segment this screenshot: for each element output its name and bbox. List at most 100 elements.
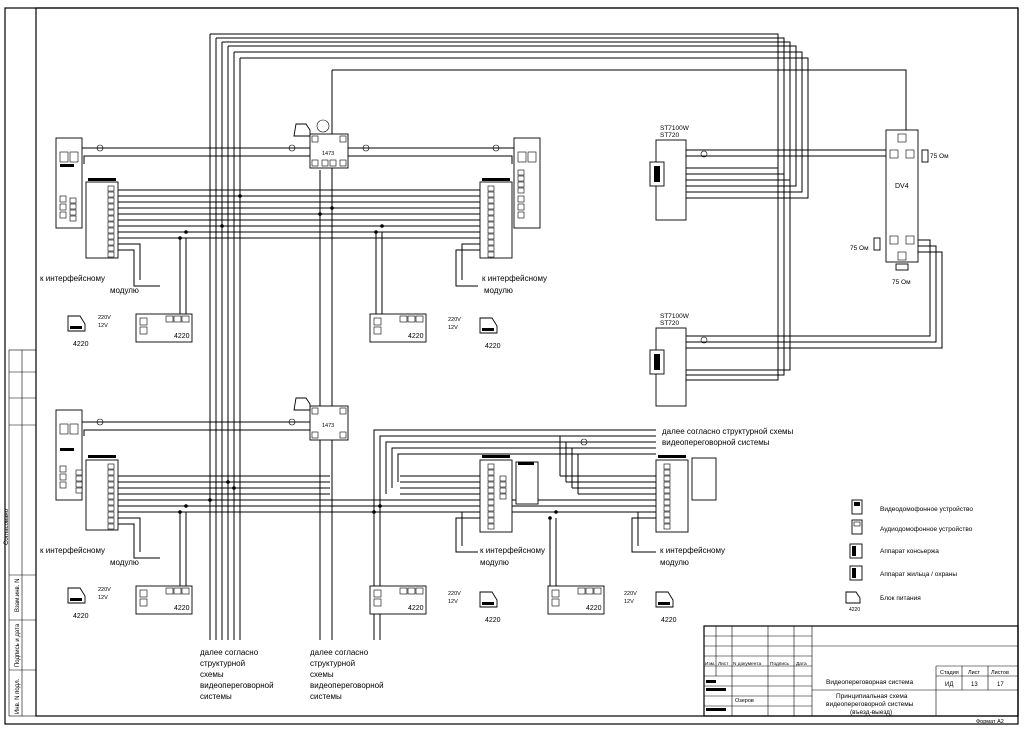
terminal [487, 197, 495, 204]
handset-icon [293, 123, 311, 137]
terminal [69, 197, 77, 204]
tb-title-1: Принципиальная схема [836, 693, 908, 700]
terminal [107, 523, 115, 530]
node-1473-top-label: 1473 [322, 151, 334, 157]
voltage-12: 12V [448, 599, 458, 605]
terminal [487, 185, 495, 192]
terminal [663, 505, 671, 512]
tb-title-2: видеопереговорной системы [826, 700, 914, 708]
terminal [663, 469, 671, 476]
terminal [487, 233, 495, 240]
power-supplies: 42204220220V12V42204220220V12V4220422022… [67, 313, 677, 624]
terminal [593, 587, 602, 595]
monitor-top-model-2: ST720 [660, 132, 680, 139]
tb-surname: Озеров [735, 698, 754, 704]
terminal [139, 326, 148, 335]
terminal [499, 481, 507, 488]
voltage-12: 12V [98, 595, 108, 601]
terminal [663, 475, 671, 482]
terminal [107, 475, 115, 482]
terminal [499, 475, 507, 482]
terminal [139, 598, 148, 607]
terminal [165, 587, 174, 595]
terminal [107, 245, 115, 252]
terminal [407, 587, 416, 595]
sidebar-inv-orig: Инв. N подл. [15, 678, 21, 714]
terminal [107, 487, 115, 494]
terminal [663, 493, 671, 500]
terminal [181, 587, 190, 595]
terminal [107, 191, 115, 198]
terminal [107, 251, 115, 258]
junctions [96, 144, 708, 520]
psu-icon-label: 4220 [485, 617, 501, 624]
psu-icon-label: 4220 [73, 613, 89, 620]
plug-icon-detail [482, 602, 494, 605]
module-2: модулю [484, 286, 513, 295]
node-1473-bottom-label: 1473 [322, 423, 334, 429]
terminal [107, 499, 115, 506]
ohm-label-right: 75 Ом [930, 153, 949, 160]
legend-psu-label: 4220 [849, 607, 860, 613]
terminal [107, 209, 115, 216]
terminal [577, 587, 586, 595]
main-bus [209, 33, 943, 640]
terminal [75, 487, 83, 494]
continue-a-2: структурной [200, 659, 245, 668]
terminal [487, 487, 495, 494]
terminal [373, 598, 382, 607]
to-interface-4: к интерфейсному [480, 546, 545, 555]
voltage-12: 12V [624, 599, 634, 605]
terminal [517, 187, 525, 194]
terminal [551, 598, 560, 607]
terminal [107, 493, 115, 500]
terminal [165, 315, 174, 323]
terminal [107, 185, 115, 192]
terminal [487, 215, 495, 222]
dv4-label: DV4 [895, 183, 909, 190]
terminal [487, 511, 495, 518]
tb-h-list: Лист [718, 661, 729, 667]
tb-project: Видеопереговорная система [826, 679, 913, 686]
legend-audio: Аудиодомофонное устройство [880, 525, 973, 533]
to-interface-2: к интерфейсному [482, 274, 547, 283]
terminal [517, 181, 525, 188]
terminal [107, 197, 115, 204]
terminal [173, 315, 182, 323]
continue-a-3: схемы [200, 670, 224, 679]
voltage-220: 220V [98, 315, 111, 321]
terminal [75, 475, 83, 482]
continue-b-2: структурной [310, 659, 355, 668]
psu-label: 4220 [174, 333, 190, 340]
terminal [663, 463, 671, 470]
tb-sheets-h: Листов [991, 670, 1009, 676]
terminal [663, 499, 671, 506]
terminal [487, 463, 495, 470]
monitor-bottom-model-1: ST7100W [660, 313, 690, 320]
continue-labels: далее согласно структурной схемы видеопе… [200, 427, 794, 701]
tb-title-3: (въезд-выезд) [850, 709, 892, 716]
terminal [107, 239, 115, 246]
psu-icon-label: 4220 [485, 343, 501, 350]
sidebar-inv-sub: Взам.инв. N [15, 579, 21, 612]
terminal [107, 505, 115, 512]
monitor-bottom: ST7100W ST720 [649, 313, 690, 407]
terminal [487, 505, 495, 512]
tb-stage: ИД [945, 682, 953, 688]
plug-icon-detail [70, 598, 82, 601]
dv4-distributor: DV4 75 Ом 75 Ом 75 Ом [850, 129, 949, 286]
terminal [487, 191, 495, 198]
sidebar-stamp: Согласовано Взам.инв. N Подпись и дата И… [4, 349, 37, 717]
terminal [373, 317, 382, 326]
node-1473-bottom: 1473 [293, 378, 349, 441]
terminal [139, 589, 148, 598]
terminal [75, 481, 83, 488]
terminal [69, 203, 77, 210]
terminal [373, 589, 382, 598]
terminal [173, 587, 182, 595]
legend-psu: Блок питания [880, 595, 921, 602]
terminal [107, 517, 115, 524]
